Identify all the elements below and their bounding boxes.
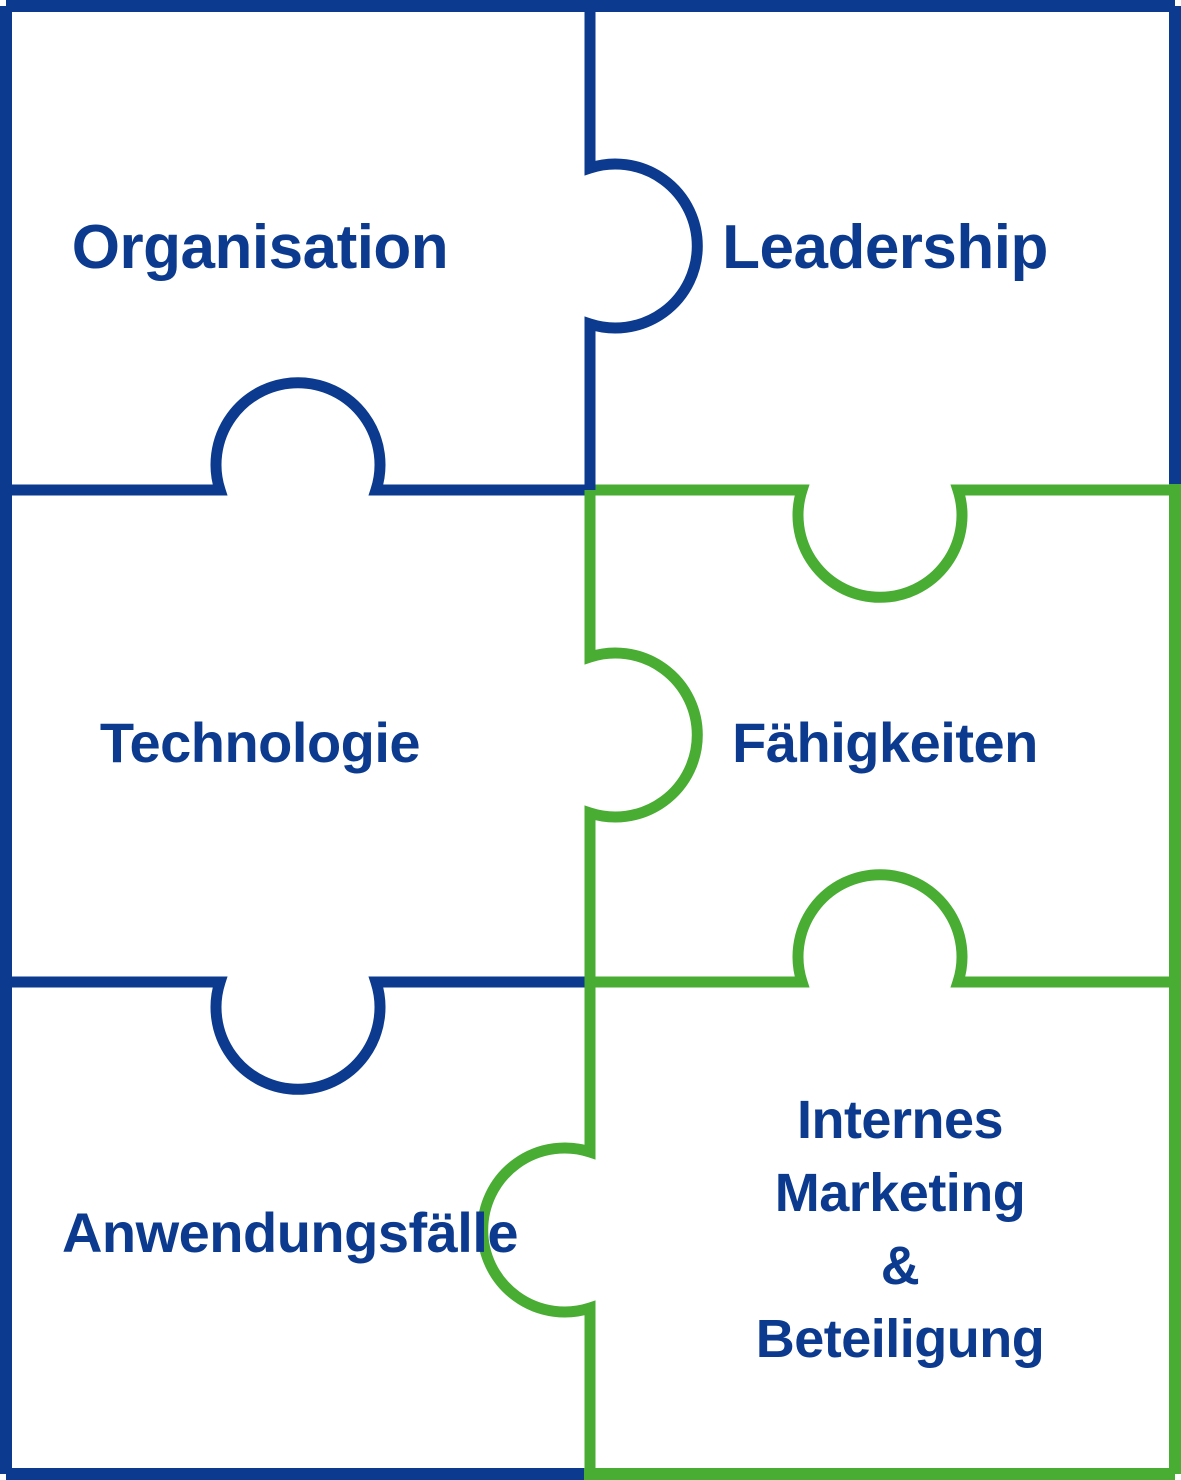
divider-h2-left-with-knob-down [6,976,590,1095]
divider-h1-right-with-knob-down [590,484,1175,603]
divider-h1-left-with-knob-up [6,377,590,496]
divider-h2-right-with-knob-up [590,869,1175,988]
divider-v1-blue-with-knob-left [584,6,703,490]
divider-v3-green-with-knob-right [477,982,596,1474]
divider-v2-green-with-knob-left [584,490,703,982]
